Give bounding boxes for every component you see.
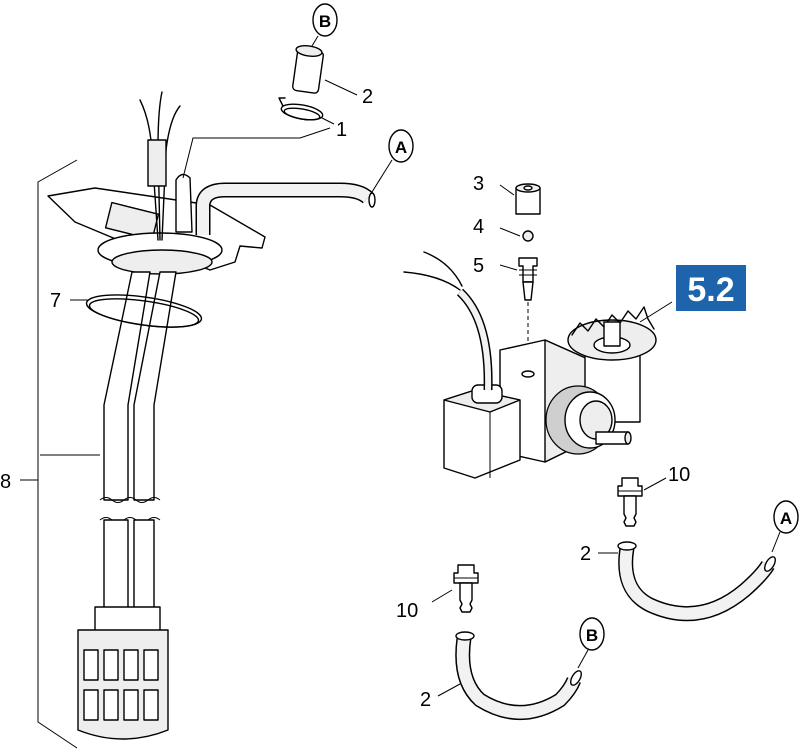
connector-b-bottom: B: [579, 617, 605, 651]
callout-2-right: 2: [580, 543, 591, 565]
pickup-tube-right-lower: [133, 519, 155, 621]
pump-shaft: [595, 431, 629, 445]
pickup-tube-left-lower: [103, 519, 129, 621]
top-parts: [278, 35, 393, 193]
wire-sleeve: [147, 139, 167, 187]
filter-slots: [83, 649, 159, 721]
connector-a-top-label: A: [395, 138, 407, 157]
pickup-tube-left: [103, 271, 151, 501]
tube-break-upper: [99, 497, 161, 503]
filter-strainer: [77, 629, 169, 740]
leader-10-right: [643, 477, 667, 491]
pickup-tube-right: [133, 271, 177, 501]
callout-5: 5: [473, 255, 484, 277]
callout-2-top: 2: [362, 86, 373, 108]
connector-a-right: A: [773, 500, 799, 534]
callout-7: 7: [50, 290, 61, 312]
hose-segment-b-end: [295, 45, 323, 57]
tube-break-lower: [99, 517, 161, 523]
callout-2-bottom: 2: [420, 689, 431, 711]
fitting-10-left: [453, 564, 479, 584]
leader-3: [499, 184, 515, 196]
connector-b-top: B: [312, 3, 338, 37]
leader-5-2: [639, 301, 673, 323]
leader-2-top: [324, 79, 358, 96]
leader-b-top: [311, 35, 319, 47]
callout-4: 4: [473, 216, 484, 238]
hose-a-lower-end2: [764, 556, 776, 572]
pump-fittings: [499, 183, 541, 360]
ball-4: [522, 230, 534, 242]
right-hose-group: [598, 477, 781, 622]
hose-a-lower-end1: [617, 541, 637, 551]
connector-a-top: A: [388, 129, 414, 163]
badge-label: 5.2: [687, 271, 734, 309]
leader-4: [499, 227, 521, 237]
filter-collar: [94, 606, 161, 633]
leader-b-bottom: [577, 649, 589, 669]
pump-port: [521, 370, 535, 378]
clamp-tab: [278, 97, 286, 107]
leader-a-top: [371, 159, 393, 193]
connector-b-bottom-label: B: [586, 626, 598, 645]
assembly-bracket: [37, 159, 78, 749]
callout-1: 1: [336, 119, 347, 141]
connector-a-right-label: A: [780, 509, 792, 528]
leader-2-bottom: [437, 683, 461, 697]
flange-base: [111, 249, 213, 275]
hose-a-upper-end: [368, 192, 376, 208]
leader-1: [182, 127, 331, 179]
pump-wire-1: [403, 271, 461, 291]
callout-10-right: 10: [668, 464, 690, 486]
hose-b-lower-end2: [570, 670, 582, 686]
badge-background: [676, 265, 746, 311]
tank-pickup-assembly: [20, 91, 376, 749]
fuel-pump-assembly: [403, 251, 673, 479]
assembly-ref-badge: 5.2: [676, 265, 746, 311]
fitting-10-right: [617, 477, 643, 497]
return-stub: [175, 173, 193, 233]
o-ring-7-inner: [88, 298, 200, 328]
leader-1-short: [321, 117, 335, 125]
knurl-teeth: [571, 306, 655, 336]
cap-knob: [603, 321, 621, 347]
flange-slot: [104, 201, 160, 241]
leader-10-left: [431, 589, 453, 603]
callout-3: 3: [473, 173, 484, 195]
callout-8: 8: [0, 471, 11, 493]
pump-wire-2: [423, 251, 463, 287]
connector-b-top-label: B: [319, 12, 331, 31]
callout-10-left: 10: [396, 600, 418, 622]
hose-b-lower-end1: [455, 631, 475, 641]
leader-5: [499, 264, 518, 271]
bottom-hose-group: [431, 564, 589, 720]
leader-a-right: [771, 531, 781, 553]
